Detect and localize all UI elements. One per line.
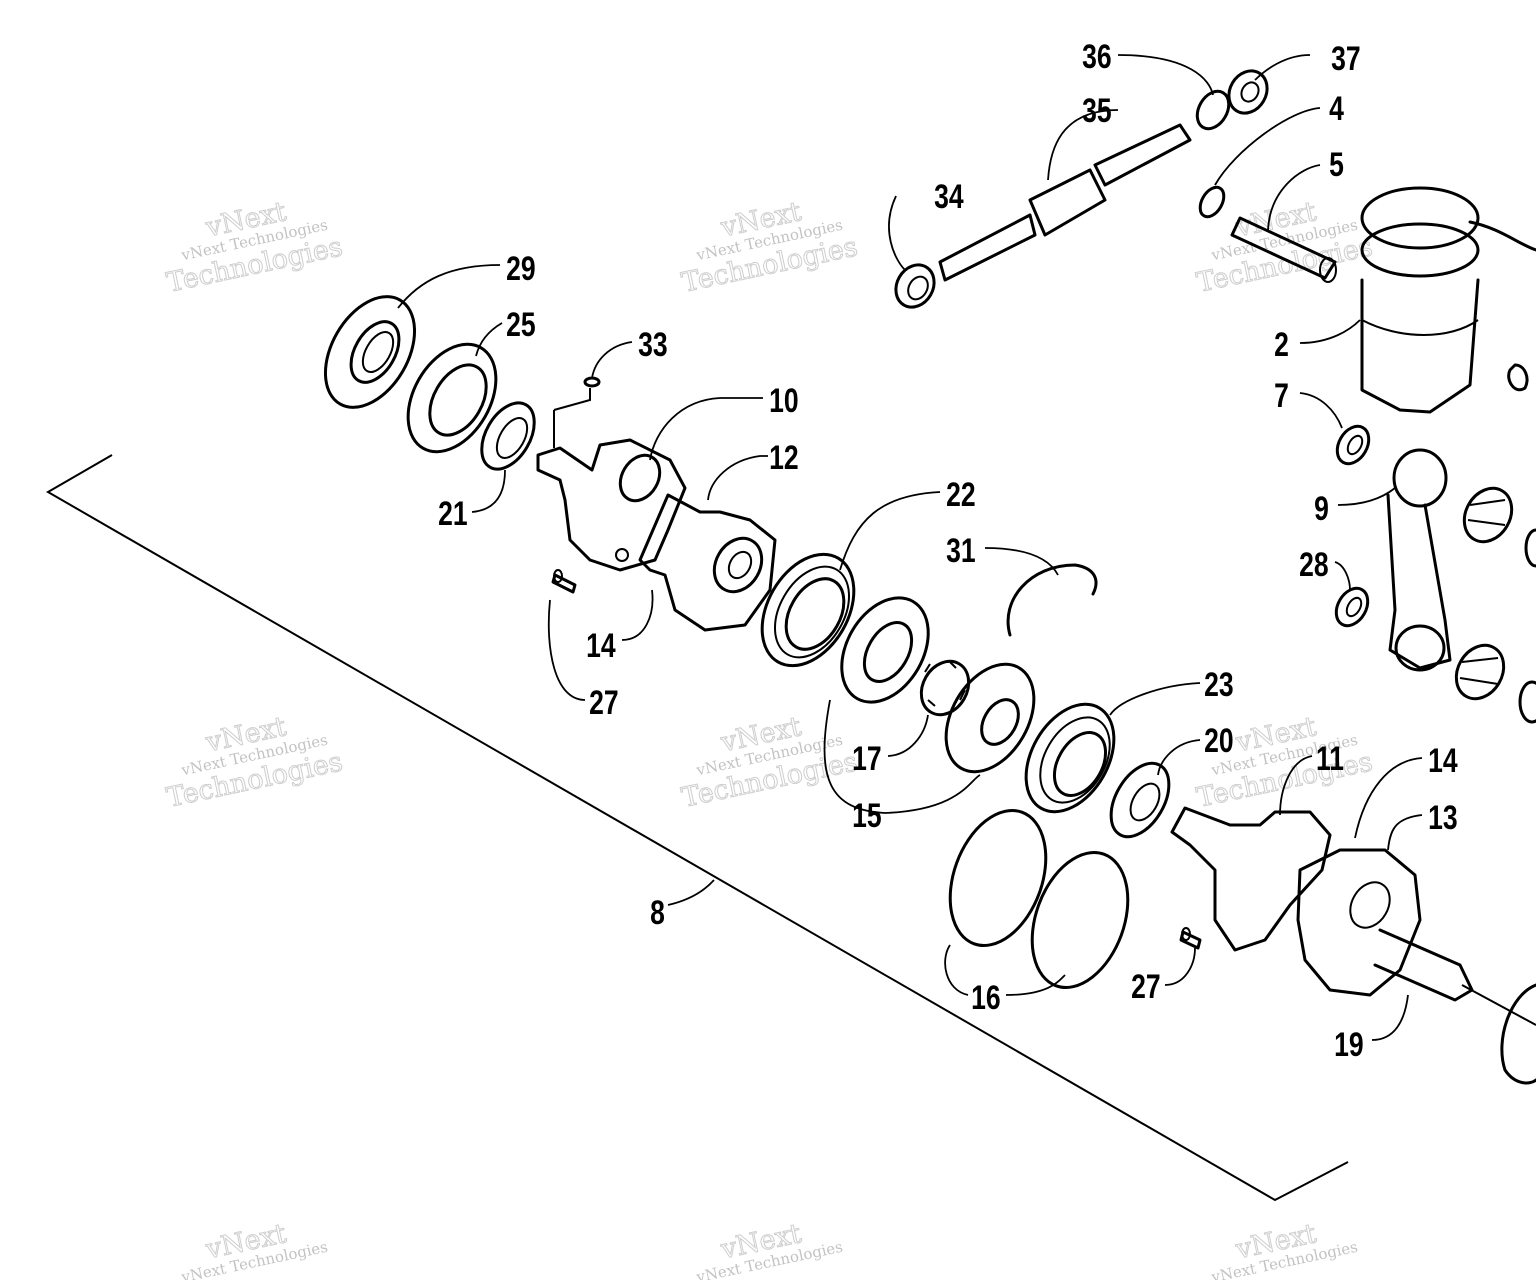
- pin-33: [553, 376, 601, 448]
- callout-20: 20: [1204, 722, 1234, 760]
- circlip-31: [1006, 563, 1098, 637]
- callout-7: 7: [1274, 377, 1289, 415]
- washer-7: [1335, 424, 1371, 466]
- washer-20: [1109, 761, 1171, 839]
- callout-22: 22: [946, 476, 976, 514]
- callout-23: 23: [1204, 666, 1234, 704]
- assembly-bracket: [46, 454, 1349, 1202]
- callout-labels: 36 37 35 4 5 34 29 25 33 2 7 10 12 9 21 …: [438, 38, 1458, 1064]
- leader-lines: [397, 54, 1423, 1041]
- callout-19: 19: [1334, 1026, 1364, 1064]
- watermark: vNext vNext Technologies Technologies: [164, 196, 346, 300]
- washer-28: [1334, 586, 1370, 628]
- watermark: vNext vNext Technologies Technologies: [164, 711, 346, 815]
- washer-21: [480, 401, 536, 471]
- screw-27a: [551, 569, 577, 594]
- wrist-pin-5: [1230, 216, 1337, 283]
- shaft-35: [938, 123, 1192, 282]
- watermark: vNext vNext Technologies Technologies: [679, 196, 861, 300]
- callout-25: 25: [506, 306, 536, 344]
- bearing-25: [406, 342, 498, 454]
- washer-34: [894, 263, 936, 309]
- gear-17: [919, 659, 971, 717]
- callout-4: 4: [1329, 90, 1344, 128]
- callout-14b: 14: [1428, 742, 1458, 780]
- callout-16: 16: [971, 979, 1001, 1017]
- watermark: vNext vNext Technologies Technologies: [1194, 196, 1376, 300]
- callout-31: 31: [946, 532, 976, 570]
- conrod-9: [1386, 448, 1452, 672]
- callout-8: 8: [650, 894, 665, 932]
- crank-web-12: [638, 493, 777, 632]
- callout-37: 37: [1331, 40, 1361, 78]
- crank-half-10: [536, 438, 687, 572]
- callout-2: 2: [1274, 326, 1289, 364]
- callout-36: 36: [1082, 38, 1112, 76]
- callout-5: 5: [1329, 146, 1344, 184]
- callout-10: 10: [769, 382, 799, 420]
- crank-half-11: [1170, 806, 1332, 952]
- crank-web-13: [1296, 848, 1422, 997]
- callout-21: 21: [438, 495, 468, 533]
- seal-15: [840, 596, 930, 704]
- watermarks: vNext vNext Technologies Technologies vN…: [164, 196, 1376, 1280]
- callout-34: 34: [934, 178, 964, 216]
- rings-16: [948, 809, 1130, 989]
- shaft-19: [1373, 928, 1536, 1085]
- callout-11: 11: [1316, 740, 1344, 778]
- callout-33: 33: [638, 326, 668, 364]
- bearing-22: [760, 552, 856, 668]
- callout-29: 29: [506, 250, 536, 288]
- callout-9: 9: [1314, 490, 1329, 528]
- callout-15: 15: [852, 797, 882, 835]
- callout-28: 28: [1299, 546, 1329, 584]
- callout-12: 12: [769, 439, 799, 477]
- seal-15b: [944, 662, 1036, 774]
- watermark: vNext vNext Technologies Technologies: [679, 711, 861, 815]
- bushing-36: [1195, 89, 1231, 131]
- seal-29: [323, 295, 417, 409]
- watermark: vNext vNext Technologies: [694, 1218, 844, 1280]
- bearing-23: [1024, 702, 1116, 814]
- needle-bearing-lower: [1454, 643, 1536, 724]
- callout-27b: 27: [1131, 968, 1161, 1006]
- piston-2: [1360, 186, 1536, 414]
- callout-27a: 27: [589, 684, 619, 722]
- seal-37: [1227, 69, 1269, 115]
- screw-27b: [1179, 927, 1202, 950]
- watermark: vNext vNext Technologies: [179, 1218, 329, 1280]
- callout-13: 13: [1428, 799, 1458, 837]
- callout-14a: 14: [586, 627, 616, 665]
- watermark: vNext vNext Technologies: [1209, 1218, 1359, 1280]
- needle-bearing-upper: [1462, 486, 1536, 568]
- callout-35: 35: [1082, 92, 1112, 130]
- callout-17: 17: [852, 740, 882, 778]
- circlip-4: [1198, 185, 1226, 219]
